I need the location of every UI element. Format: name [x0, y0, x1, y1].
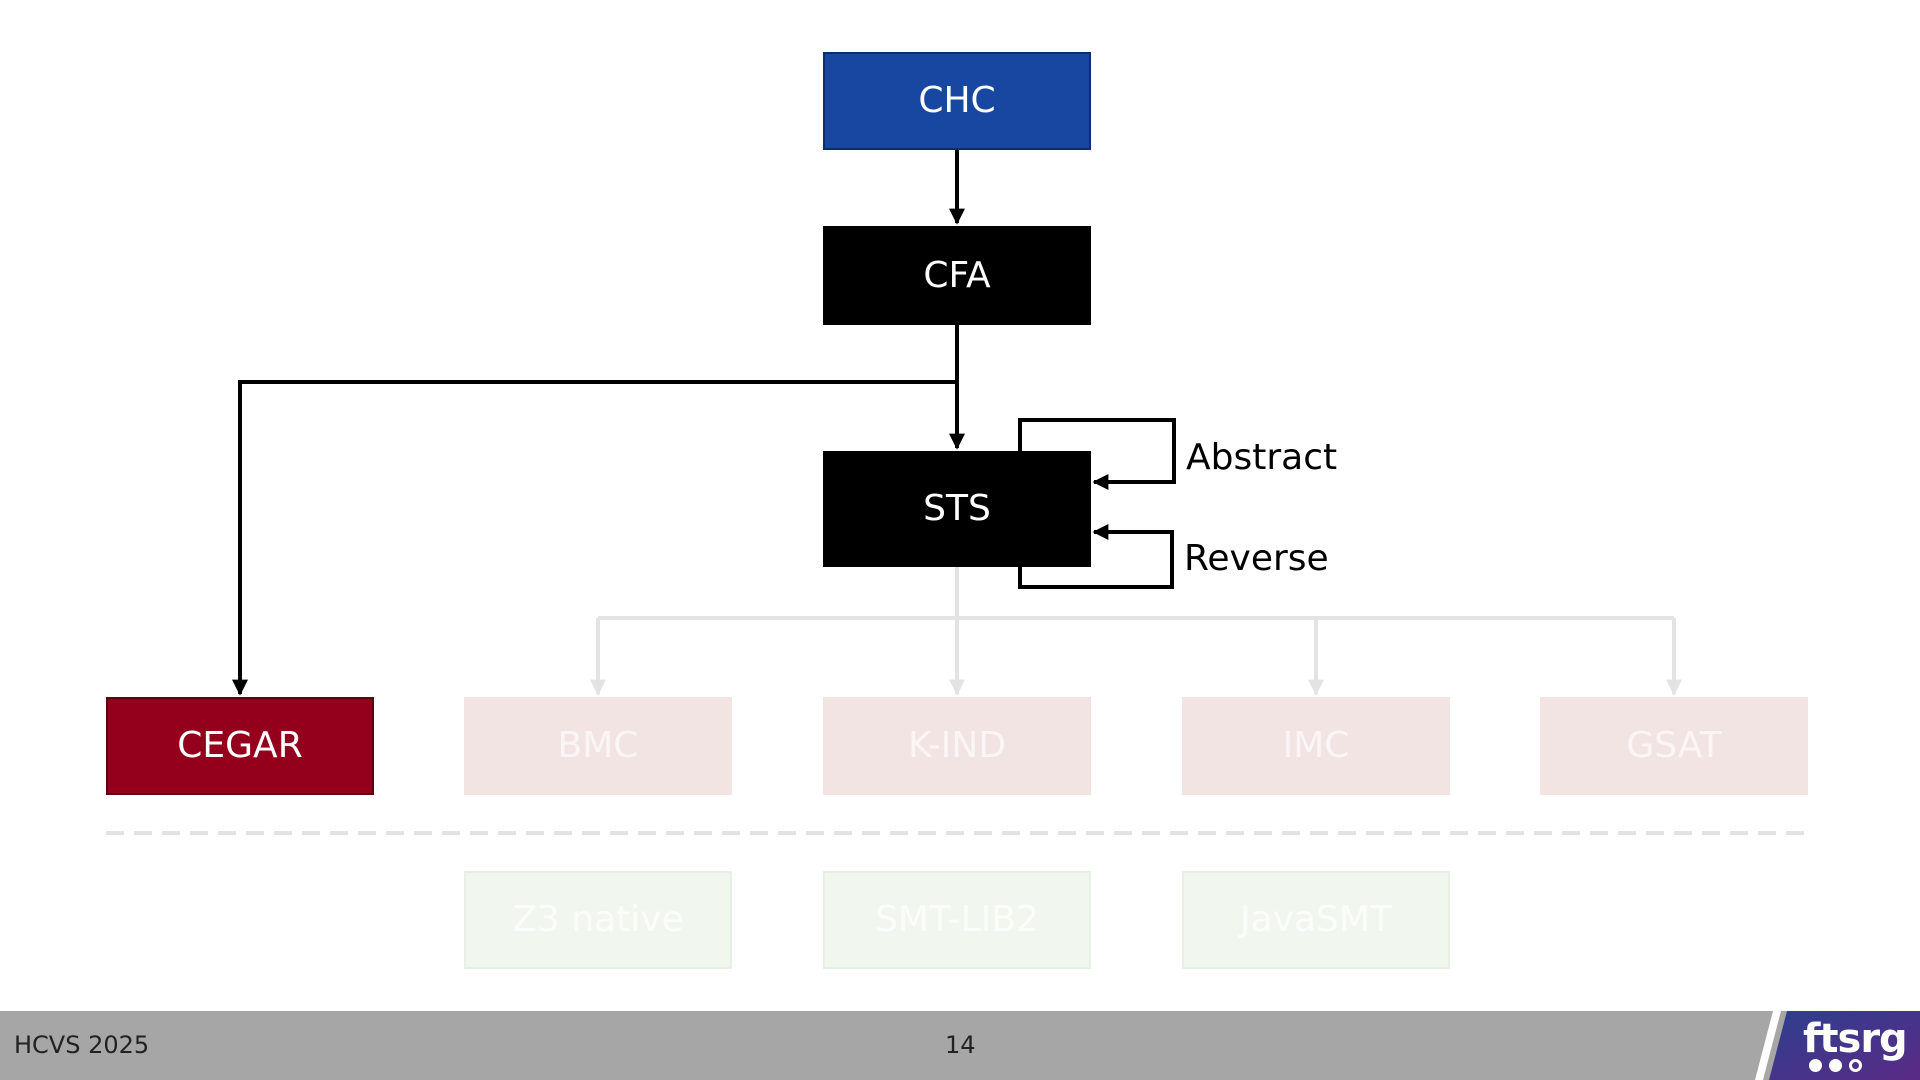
- loop-label-reverse: Reverse: [1184, 538, 1329, 579]
- node-sts: STS: [823, 451, 1091, 567]
- node-chc-label: CHC: [918, 80, 996, 121]
- node-sts-label: STS: [923, 488, 991, 529]
- node-z3-native-label: Z3 native: [512, 899, 684, 940]
- footer-page-number: 14: [945, 1031, 976, 1059]
- node-gsat-label: GSAT: [1626, 725, 1722, 766]
- node-kind-label: K-IND: [907, 725, 1007, 766]
- footer-conference: HCVS 2025: [14, 1031, 150, 1059]
- ftsrg-logo-dots: [1809, 1059, 1862, 1072]
- node-cfa: CFA: [823, 226, 1091, 325]
- node-smt-lib2-label: SMT-LIB2: [875, 899, 1039, 940]
- node-javasmt: JavaSMT: [1182, 871, 1450, 969]
- ftsrg-logo: ftsrg: [1745, 1011, 1920, 1080]
- node-chc: CHC: [823, 52, 1091, 150]
- loop-reverse: [1018, 524, 1174, 589]
- node-smt-lib2: SMT-LIB2: [823, 871, 1091, 969]
- node-imc: IMC: [1182, 697, 1450, 795]
- active-edges: [232, 150, 1176, 696]
- node-kind: K-IND: [823, 697, 1091, 795]
- node-cegar-label: CEGAR: [177, 725, 303, 766]
- loop-label-abstract: Abstract: [1186, 437, 1338, 478]
- node-cfa-label: CFA: [923, 254, 991, 296]
- connectors: [106, 150, 1808, 835]
- node-javasmt-label: JavaSMT: [1240, 899, 1392, 940]
- slide-footer: HCVS 2025 14 ftsrg: [0, 1011, 1920, 1080]
- node-z3-native: Z3 native: [464, 871, 732, 969]
- node-gsat: GSAT: [1540, 697, 1808, 795]
- ftsrg-logo-text: ftsrg: [1803, 1016, 1908, 1062]
- edge-cfa-cegar: [232, 380, 957, 696]
- faded-edges: [590, 567, 1682, 696]
- node-bmc-label: BMC: [557, 725, 639, 766]
- node-bmc: BMC: [464, 697, 732, 795]
- ftsrg-logo-background: [1755, 1011, 1920, 1080]
- node-imc-label: IMC: [1282, 725, 1350, 766]
- loop-abstract: [1018, 418, 1176, 490]
- node-cegar: CEGAR: [106, 697, 374, 795]
